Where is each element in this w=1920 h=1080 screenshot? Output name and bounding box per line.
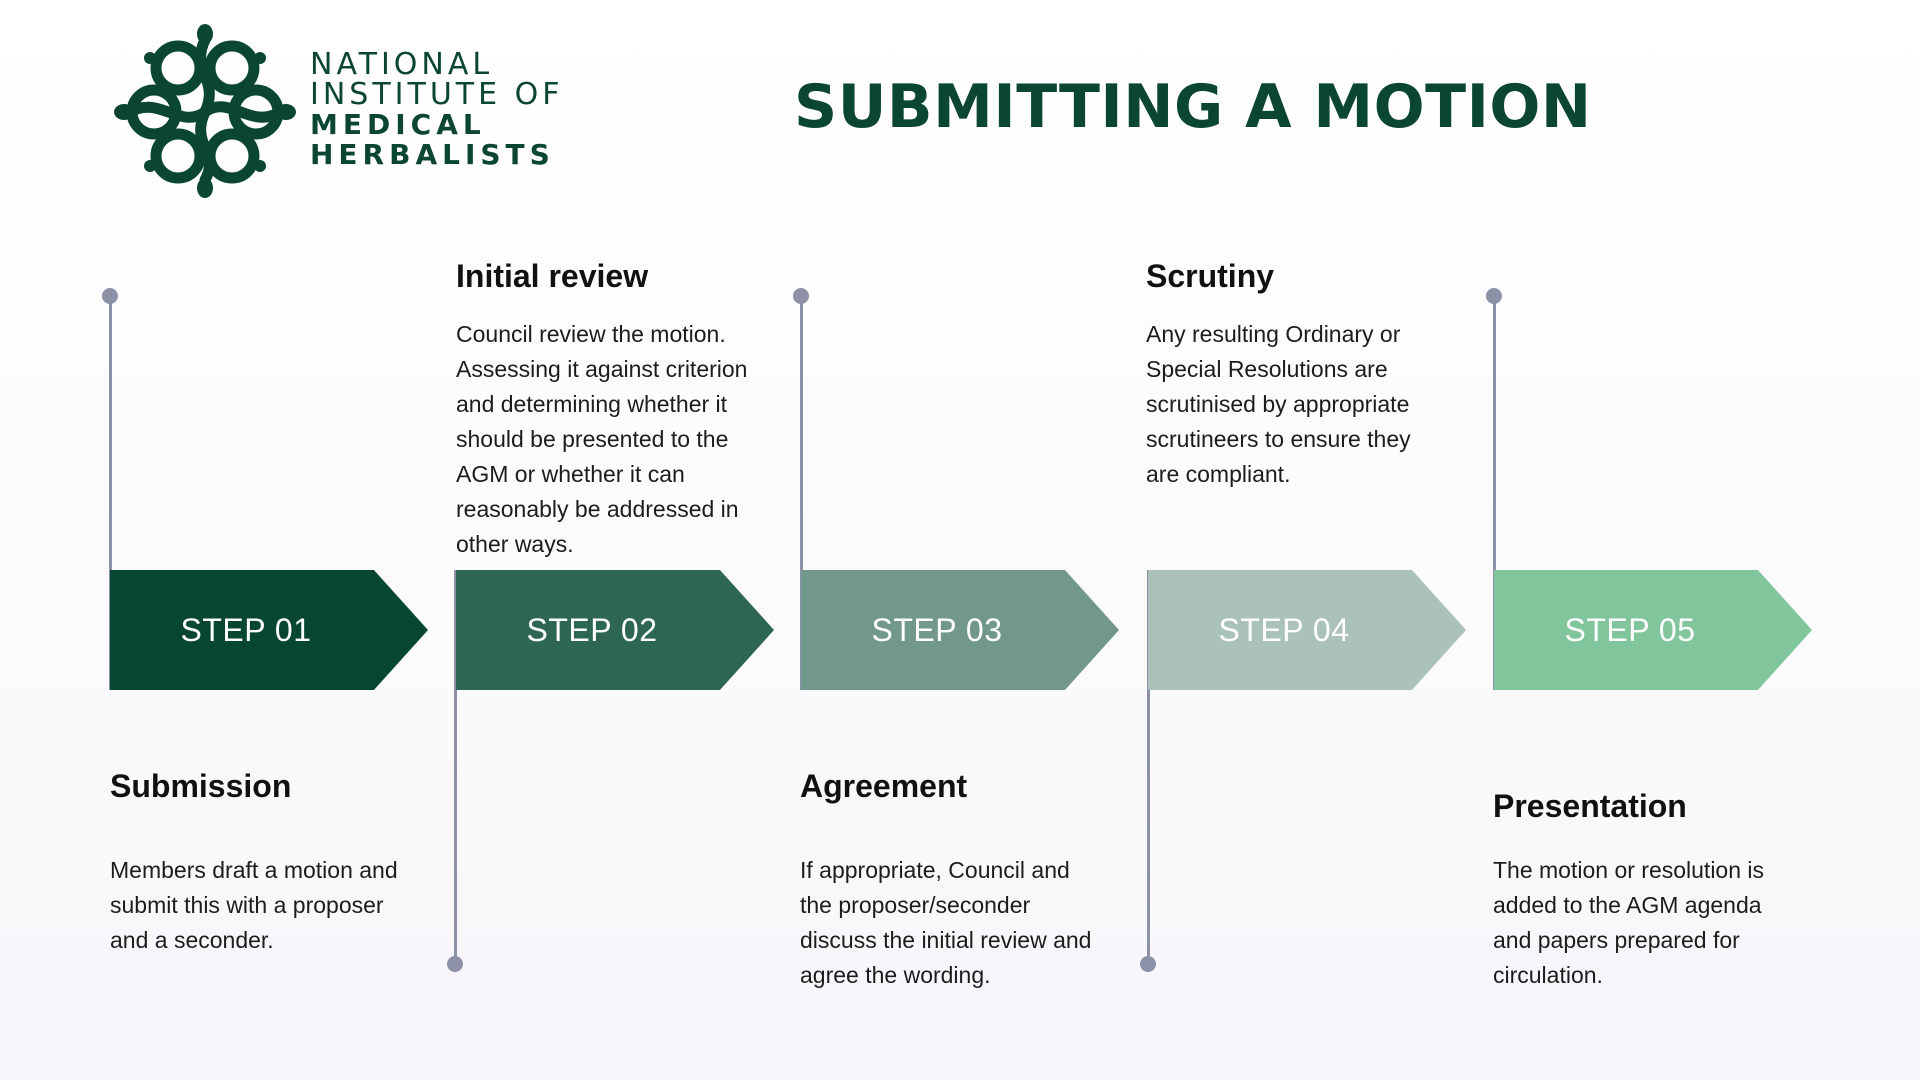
timeline-line-4 [1147, 570, 1150, 964]
timeline-dot-5 [1486, 288, 1502, 304]
org-name-line-2: INSTITUTE OF [310, 77, 564, 112]
step-03-description: If appropriate, Council and the proposer… [800, 857, 1092, 988]
step-01-description: Members draft a motion and submit this w… [110, 857, 398, 953]
timeline-dot-3 [793, 288, 809, 304]
org-name-line-3: MEDICAL [310, 108, 486, 141]
page-title: SUBMITTING A MOTION [794, 72, 1592, 142]
org-name-line-4: HERBALISTS [310, 138, 555, 171]
step-04-title: Scrutiny [1146, 258, 1275, 294]
timeline-line-3 [800, 296, 803, 690]
timeline-line-1 [109, 296, 112, 690]
step-03-arrow: STEP 03 [801, 570, 1119, 690]
step-05-arrow: STEP 05 [1494, 570, 1812, 690]
org-name-line-1: NATIONAL [310, 47, 494, 82]
step-01-title: Submission [110, 768, 292, 804]
step-01-arrow: STEP 01 [110, 570, 428, 690]
logo-icon [114, 24, 296, 198]
timeline-line-2 [454, 570, 457, 964]
timeline-dot-2 [447, 956, 463, 972]
step-05-title: Presentation [1493, 788, 1687, 824]
timeline-line-5 [1493, 296, 1496, 690]
timeline-dot-4 [1140, 956, 1156, 972]
step-02-arrow: STEP 02 [456, 570, 774, 690]
step-02-title: Initial review [456, 258, 649, 294]
org-name: NATIONAL INSTITUTE OF MEDICAL HERBALISTS [310, 50, 563, 170]
step-04-description: Any resulting Ordinary or Special Resolu… [1146, 321, 1411, 487]
step-04-arrow: STEP 04 [1148, 570, 1466, 690]
step-02-description: Council review the motion. Assessing it … [456, 321, 748, 557]
timeline-dot-1 [102, 288, 118, 304]
step-05-description: The motion or resolution is added to the… [1493, 857, 1765, 988]
step-03-title: Agreement [800, 768, 968, 804]
